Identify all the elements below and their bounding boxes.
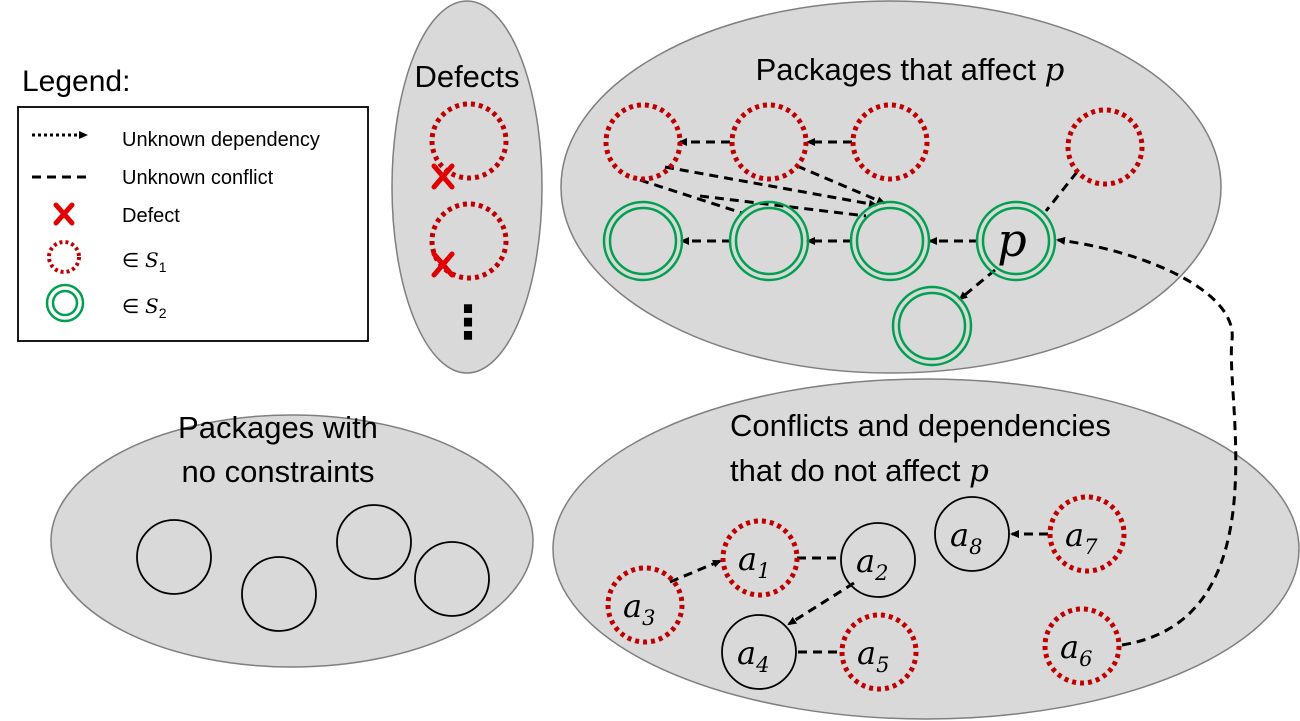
- node-a1: [720, 518, 800, 598]
- legend-s2-var: S: [145, 294, 159, 318]
- s2-node: [849, 200, 931, 282]
- region-defects: [391, 0, 543, 374]
- conflict-edge: [639, 178, 743, 215]
- node-a5-label: a5: [857, 634, 889, 677]
- region-affect-p: [560, 0, 1222, 374]
- defect-node-2: [429, 201, 509, 281]
- affect-p-title-text: Packages that affect: [756, 52, 1045, 87]
- affect-p-title-var: p: [1045, 52, 1065, 88]
- no-constraints-title-line2: no constraints: [182, 454, 375, 489]
- defect-node-1: [429, 101, 509, 181]
- dependency-edge: [664, 165, 878, 208]
- legend-s2-sub: 2: [159, 305, 167, 321]
- legend-s2-prefix: ∈: [122, 296, 145, 318]
- node-a8-label: a8: [950, 516, 982, 559]
- conflict-edge: [1044, 171, 1079, 212]
- node-a3: [605, 565, 685, 645]
- legend: Legend: Unknown dependency Unknown confl…: [17, 65, 369, 342]
- s1-node: [1065, 107, 1145, 187]
- unconstrained-node: [136, 519, 212, 595]
- legend-s1-symbol: [47, 240, 81, 274]
- s2-node: [602, 200, 684, 282]
- node-a7: [1047, 494, 1127, 574]
- node-a5: [839, 612, 919, 692]
- legend-s1-sub: 1: [159, 259, 167, 275]
- node-a6: [1042, 606, 1122, 686]
- legend-defect-icon: [53, 202, 75, 226]
- node-a8: [934, 496, 1010, 572]
- region-no-constraints: [50, 414, 534, 668]
- defect-1-icon: [431, 163, 455, 190]
- legend-item-s1: ∈ S1: [122, 248, 167, 275]
- affect-p-title: Packages that affect p: [756, 52, 1065, 88]
- node-a2: [840, 522, 916, 598]
- dependency-edge: [787, 581, 855, 626]
- defect-2-icon: [431, 251, 455, 278]
- node-a7-label: a7: [1065, 516, 1098, 559]
- s2-node: [891, 285, 973, 367]
- node-p-label: p: [997, 213, 1026, 267]
- region-not-affect-p: [552, 378, 1300, 720]
- conflict-edge: [699, 194, 867, 218]
- not-affect-p-title-text: that do not affect: [730, 453, 969, 488]
- node-a6-label: a6: [1060, 628, 1092, 671]
- s2-node: [728, 200, 810, 282]
- dependency-edge: [669, 559, 722, 584]
- not-affect-p-title-line1: Conflicts and dependencies: [730, 408, 1111, 443]
- node-a2-label: a2: [856, 542, 888, 585]
- dependency-edge: [796, 164, 886, 205]
- node-a1-label: a1: [738, 540, 770, 583]
- node-a4-label: a4: [737, 634, 769, 677]
- node-a3-label: a3: [623, 587, 655, 630]
- s1-node: [850, 102, 930, 182]
- unconstrained-node: [414, 541, 490, 617]
- conflict-dependency-curve: [1056, 236, 1238, 647]
- not-affect-p-title-line2: that do not affect p: [730, 453, 989, 489]
- not-affect-p-title-var: p: [969, 453, 989, 489]
- legend-item-dependency: Unknown dependency: [122, 129, 320, 151]
- s1-node: [603, 102, 683, 182]
- no-constraints-title-line1: Packages with: [178, 410, 378, 445]
- node-a4: [721, 614, 797, 690]
- node-p: [975, 200, 1057, 282]
- legend-s1-prefix: ∈: [122, 250, 145, 272]
- legend-item-s2: ∈ S2: [122, 294, 167, 321]
- unconstrained-node: [241, 556, 317, 632]
- dependency-edge: [958, 268, 996, 301]
- legend-s1-var: S: [145, 248, 159, 272]
- s1-node: [729, 102, 809, 182]
- legend-item-defect: Defect: [122, 205, 180, 227]
- legend-s2-symbol: [45, 283, 85, 323]
- unconstrained-node: [336, 504, 412, 580]
- legend-title: Legend:: [22, 65, 130, 98]
- defects-more-ellipsis: ⋮: [445, 296, 491, 348]
- defects-title: Defects: [414, 59, 519, 94]
- legend-item-conflict: Unknown conflict: [122, 167, 274, 189]
